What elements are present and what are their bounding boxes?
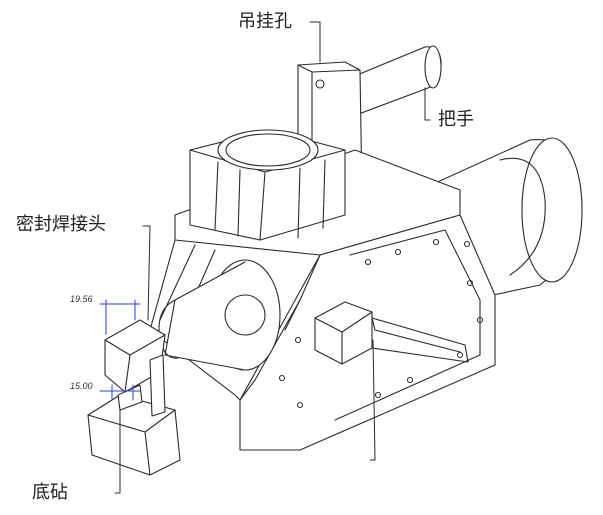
dimension-lines [99,299,141,401]
label-bottom-anvil: 底砧 [32,482,68,503]
pneumatic-cylinder [189,129,346,241]
callout-leaders [114,21,431,494]
bottom-anvil [87,354,181,476]
label-handle: 把手 [438,109,474,130]
label-seal-weld-head: 密封焊接头 [16,214,106,235]
slider-block [314,301,469,365]
dimension-height: 15.00 [70,381,93,391]
label-hanging-hole: 吊挂孔 [238,11,292,32]
shaft [158,259,281,371]
dimension-width: 19.56 [70,294,93,304]
handle-bar [344,45,442,119]
